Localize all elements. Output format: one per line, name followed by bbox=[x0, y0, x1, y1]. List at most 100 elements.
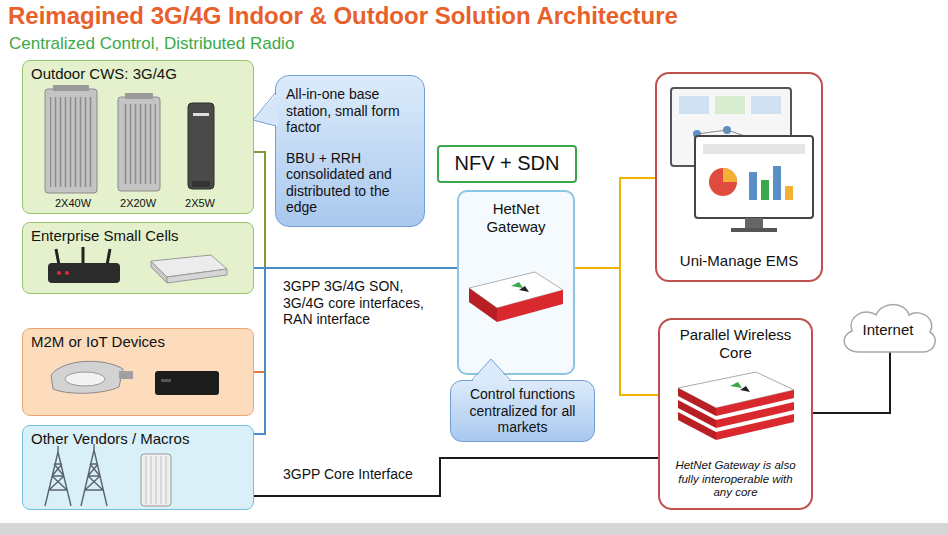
connector-line bbox=[575, 178, 655, 268]
radio-unit-large bbox=[53, 85, 89, 91]
access-point-icon bbox=[167, 269, 227, 283]
tower-icon bbox=[45, 444, 107, 506]
radio-unit-medium bbox=[122, 104, 156, 184]
callout-tail bbox=[471, 359, 511, 381]
page-title: Reimagined 3G/4G Indoor & Outdoor Soluti… bbox=[8, 2, 678, 30]
router-icon bbox=[82, 247, 85, 265]
radio-unit-small bbox=[193, 113, 209, 116]
radio-unit-large bbox=[45, 89, 97, 193]
gateway-appliance bbox=[469, 272, 563, 308]
monitor-back bbox=[693, 130, 701, 138]
node-text: NFV + SDN bbox=[454, 152, 559, 176]
access-point-icon bbox=[151, 261, 167, 283]
connector-line bbox=[254, 268, 457, 434]
node-text: All-in-one base station, small form fact… bbox=[286, 86, 414, 136]
core-box: Parallel Wireless CoreHetNet Gateway is … bbox=[658, 318, 813, 510]
monitor-front bbox=[745, 218, 763, 228]
gateway-appliance bbox=[511, 282, 523, 288]
street-light-icon bbox=[119, 371, 133, 379]
gateway-box-icon bbox=[155, 371, 219, 395]
node-text: Outdoor CWS: 3G/4G bbox=[31, 65, 245, 83]
node-text: HetNet Gateway bbox=[473, 200, 559, 235]
interface-label: 3GPP Core Interface bbox=[283, 466, 433, 483]
interface-label: 3GPP 3G/4G SON, 3G/4G core interfaces, R… bbox=[283, 278, 433, 328]
monitor-back bbox=[671, 88, 791, 166]
monitor-front bbox=[695, 136, 813, 232]
router-icon bbox=[48, 263, 120, 283]
panel-antenna-icon bbox=[141, 454, 171, 506]
gateway-box-icon bbox=[161, 379, 171, 382]
ems-box: Uni-Manage EMS bbox=[655, 72, 823, 282]
gateway-appliance bbox=[469, 288, 497, 322]
cloud-shape bbox=[844, 305, 935, 353]
connector-line bbox=[575, 268, 658, 395]
tag-box: NFV + SDN bbox=[437, 145, 577, 183]
site-group: Enterprise Small Cells bbox=[22, 222, 254, 294]
server-stack bbox=[716, 402, 794, 428]
monitor-back bbox=[723, 126, 731, 134]
radio-units bbox=[23, 61, 255, 215]
monitor-front bbox=[731, 228, 777, 232]
tower-icon bbox=[45, 452, 71, 506]
server-stack bbox=[716, 390, 794, 416]
text-row: 2X40W2X20W2X5W bbox=[31, 197, 245, 210]
monitor-back bbox=[753, 136, 761, 144]
connector-line bbox=[813, 352, 890, 413]
panel-antenna-icon bbox=[161, 456, 162, 504]
spacer bbox=[31, 245, 245, 289]
server-stack bbox=[678, 412, 716, 440]
router-icon bbox=[56, 249, 59, 265]
monitor-front bbox=[703, 144, 805, 154]
node-text: Uni-Manage EMS bbox=[665, 252, 813, 270]
monitor-front bbox=[785, 186, 793, 200]
server-stack bbox=[678, 372, 794, 408]
monitor-back bbox=[715, 96, 745, 114]
monitor-front bbox=[761, 180, 769, 200]
access-point-icon bbox=[151, 255, 227, 283]
monitor-front bbox=[723, 168, 737, 182]
radio-unit-small bbox=[192, 181, 210, 187]
callout-tail bbox=[253, 92, 278, 126]
router-icon bbox=[107, 249, 110, 265]
access-point-icon bbox=[151, 255, 227, 277]
panel-antenna-icon bbox=[141, 454, 171, 506]
router-icon bbox=[65, 271, 69, 275]
node-text: HetNet Gateway is also fully interoperab… bbox=[670, 459, 801, 500]
node-text: Control functions centralized for all ma… bbox=[459, 386, 586, 436]
router-icon bbox=[48, 247, 120, 283]
callout-tail bbox=[471, 359, 511, 383]
panel-antenna-icon bbox=[151, 456, 152, 504]
spacer bbox=[31, 351, 245, 411]
monitor-back bbox=[697, 130, 757, 140]
panel-antenna-icon bbox=[146, 456, 147, 504]
monitor-front bbox=[749, 172, 757, 200]
node-text: BBU + RRH consolidated and distributed t… bbox=[286, 150, 414, 216]
callout-tail bbox=[253, 92, 276, 126]
node-text: Internet bbox=[863, 321, 914, 339]
node-text: 2X40W bbox=[55, 197, 91, 210]
server-stack bbox=[740, 386, 750, 392]
callout-box: All-in-one base station, small form fact… bbox=[275, 75, 425, 227]
monitor-back bbox=[671, 88, 791, 166]
radio-unit-large bbox=[50, 97, 92, 187]
node-text: 2X20W bbox=[120, 197, 156, 210]
site-group: M2M or IoT Devices bbox=[22, 328, 254, 416]
node-text: Enterprise Small Cells bbox=[31, 227, 245, 245]
radio-unit-small bbox=[188, 103, 214, 189]
street-light-icon bbox=[65, 372, 105, 386]
spacer bbox=[665, 80, 813, 252]
monitor-back bbox=[679, 96, 709, 114]
server-stack bbox=[730, 382, 742, 388]
gateway-appliance bbox=[497, 290, 563, 322]
gateway-box-icon bbox=[155, 371, 219, 395]
spacer bbox=[31, 448, 245, 505]
spacer bbox=[670, 361, 801, 459]
monitor-front bbox=[695, 136, 813, 218]
server-stack bbox=[716, 414, 794, 440]
node-text: Other Vendors / Macros bbox=[31, 430, 245, 448]
server-stack bbox=[678, 372, 794, 440]
panel-antenna-icon bbox=[156, 456, 157, 504]
tower-icon bbox=[81, 450, 107, 506]
panel-antenna-icon bbox=[166, 456, 167, 504]
